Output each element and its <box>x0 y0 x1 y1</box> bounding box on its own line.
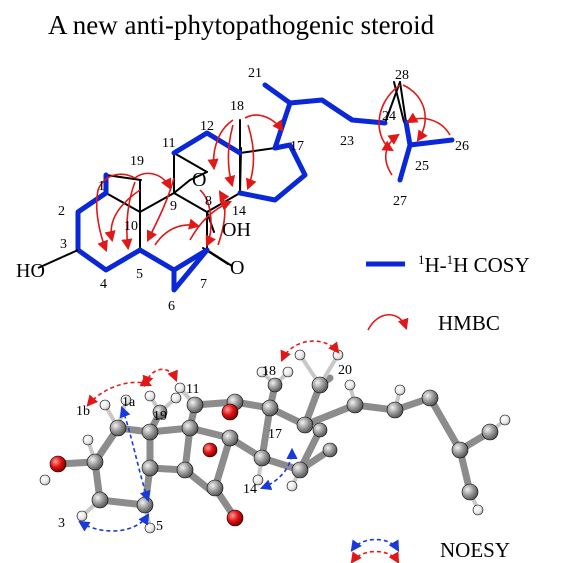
oxygen-ketone <box>226 509 244 527</box>
noesy-1b-19 <box>86 376 153 407</box>
label-c2: 2 <box>58 204 65 219</box>
model-label-14: 14 <box>243 482 257 497</box>
hydroxyl-3-label: HO <box>16 260 45 282</box>
label-c18: 18 <box>230 99 244 114</box>
label-c17: 17 <box>290 139 304 154</box>
label-c11: 11 <box>162 136 175 151</box>
label-c28: 28 <box>395 68 409 83</box>
label-c24: 24 <box>382 109 396 124</box>
hydroxyl-8-label: OH <box>222 219 251 241</box>
model-labels: 1b 1a 11 19 18 20 17 14 3 5 <box>58 363 352 534</box>
noesy-18-20 <box>280 340 340 363</box>
label-c10: 10 <box>124 219 138 234</box>
model-label-17: 17 <box>268 427 282 442</box>
oxygen-hydroxyl-8 <box>221 403 239 421</box>
label-c7: 7 <box>200 277 207 292</box>
label-c8: 8 <box>205 194 212 209</box>
legend-noesy-text: NOESY <box>440 538 510 562</box>
model-label-5: 5 <box>156 519 163 534</box>
molecular-model: 1b 1a 11 19 18 20 17 14 3 5 <box>39 340 511 534</box>
label-c6: 6 <box>168 299 175 314</box>
noesy-1a-5 <box>119 405 151 503</box>
label-c9: 9 <box>170 199 177 214</box>
noesy-19-11 <box>142 368 178 388</box>
label-c23: 23 <box>340 134 354 149</box>
ketone-oxygen-label: O <box>230 257 244 279</box>
label-c12: 12 <box>200 119 214 134</box>
model-label-1b: 1b <box>76 404 90 419</box>
label-c25: 25 <box>415 159 429 174</box>
label-c5: 5 <box>136 267 143 282</box>
epoxide-oxygen-label: O <box>192 169 206 191</box>
hmbc-arrows <box>95 84 451 253</box>
label-c19: 19 <box>130 154 144 169</box>
label-c26: 26 <box>455 139 469 154</box>
model-label-19: 19 <box>153 409 167 424</box>
label-c27: 27 <box>393 194 407 209</box>
legend-cosy-text: 1H-1H COSY <box>418 252 530 277</box>
noesy-3-5 <box>78 513 150 532</box>
legend-noesy-swatch-blue <box>350 538 400 552</box>
structure-numbers: 1 2 3 4 5 6 7 8 9 10 11 12 14 17 18 19 2… <box>58 66 469 314</box>
legend: 1H-1H COSY HMBC NOESY <box>350 252 530 563</box>
model-label-11: 11 <box>186 382 199 397</box>
legend-hmbc-text: HMBC <box>438 311 500 335</box>
model-label-18: 18 <box>262 364 276 379</box>
label-c4: 4 <box>100 277 107 292</box>
label-c14: 14 <box>232 204 246 219</box>
legend-hmbc-swatch <box>367 313 409 331</box>
oxygen-epoxide <box>202 442 218 458</box>
label-c21: 21 <box>248 66 262 81</box>
figure-title: A new anti-phytopathogenic steroid <box>48 10 435 40</box>
label-c3: 3 <box>60 237 67 252</box>
model-label-3: 3 <box>58 516 65 531</box>
model-label-20: 20 <box>338 363 352 378</box>
model-label-1a: 1a <box>122 395 136 410</box>
legend-noesy-swatch-red <box>350 550 400 563</box>
oxygen-hydroxyl-3 <box>49 455 67 473</box>
label-c1: 1 <box>98 179 105 194</box>
